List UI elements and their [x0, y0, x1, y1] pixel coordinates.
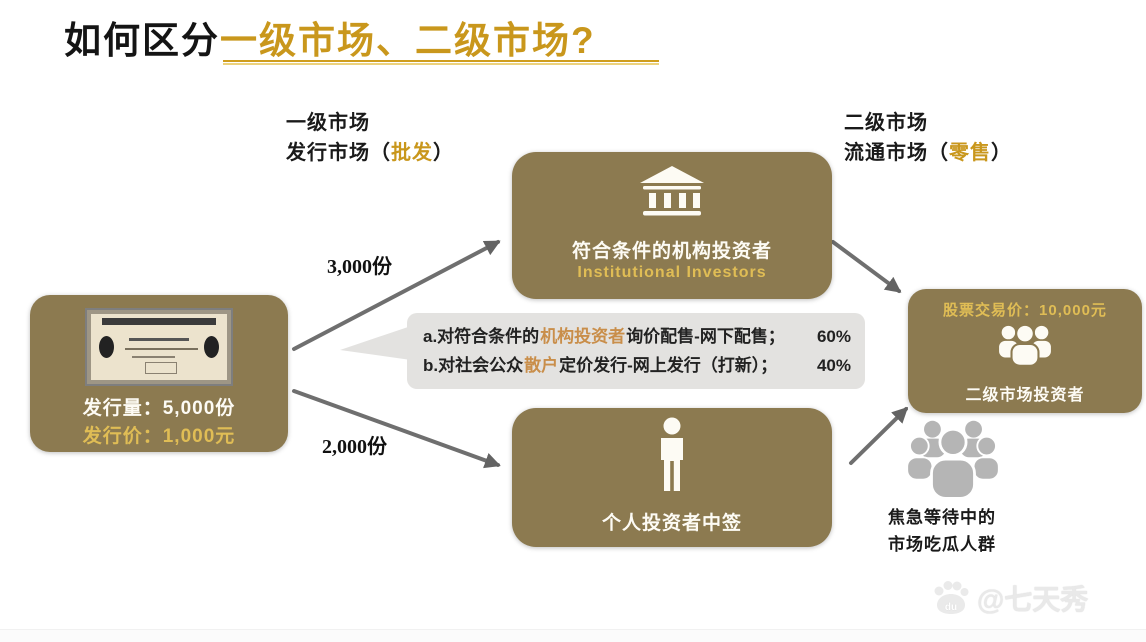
secondary-market-line1: 二级市场	[844, 112, 928, 134]
quantity-to-individual-label: 2,000份	[322, 436, 387, 458]
watermark-handle: @七天秀	[977, 584, 1089, 615]
secondary-line2-pre: 流通市场（	[844, 142, 949, 164]
certificate-header-bar	[101, 318, 217, 325]
individual-title: 个人投资者中签	[601, 513, 742, 534]
institution-subtitle: Institutional Investors	[577, 264, 767, 281]
gray-crowd-icon	[906, 420, 1000, 500]
arrow-institution-to-secondary	[831, 240, 902, 293]
secondary-line2-post: ）	[991, 142, 1012, 164]
title-underline	[223, 60, 659, 65]
allocation-line-b: b.对社会公众散户定价发行-网上发行（打新）； 40%	[423, 351, 851, 380]
quantity-to-institution-label: 3,000份	[327, 256, 392, 278]
secondary-market-label: 二级市场 流通市场（零售）	[844, 108, 1012, 168]
title-black: 如何区分	[64, 20, 220, 61]
line-a-highlight: 机构投资者	[540, 327, 626, 346]
certificate-paper	[91, 314, 227, 380]
secondary-line2-gold: 零售	[949, 142, 991, 164]
primary-market-line2: 发行市场（批发）	[286, 138, 454, 168]
certificate-seal-right	[204, 336, 219, 358]
watermark: du @七天秀	[931, 578, 1088, 618]
secondary-investors-title: 二级市场投资者	[965, 387, 1085, 404]
paw-text: du	[945, 602, 957, 613]
certificate-text-line	[131, 356, 176, 358]
arrow-issuer-to-institution	[292, 240, 501, 351]
primary-market-label: 一级市场 发行市场（批发）	[286, 108, 454, 168]
title-gold: 一级市场、二级市场?	[220, 20, 596, 61]
bottom-strip	[0, 629, 1146, 642]
waiting-crowd-line1: 焦急等待中的	[888, 508, 996, 527]
bubble-tail	[340, 325, 414, 360]
issue-volume-text: 发行量：5,000份	[82, 398, 236, 419]
trade-price-text: 股票交易价：10,000元	[943, 302, 1107, 319]
bank-building-icon	[640, 166, 704, 216]
primary-market-line1: 一级市场	[286, 112, 370, 134]
line-a-percent: 60%	[816, 327, 851, 346]
certificate-text-line	[129, 338, 189, 341]
waiting-crowd-caption: 焦急等待中的 市场吃瓜人群	[888, 504, 996, 558]
issuer-box: 发行量：5,000份 发行价：1,000元	[30, 295, 288, 452]
primary-line2-gold: 批发	[391, 142, 433, 164]
line-b-pre: b.对社会公众	[423, 356, 524, 375]
issue-price-text: 发行价：1,000元	[82, 426, 236, 447]
institution-box: 符合条件的机构投资者 Institutional Investors	[512, 152, 832, 299]
certificate-text-line	[125, 348, 199, 350]
primary-line2-pre: 发行市场（	[286, 142, 391, 164]
secondary-market-line2: 流通市场（零售）	[844, 138, 1012, 168]
people-group-icon	[999, 323, 1051, 367]
institution-title: 符合条件的机构投资者	[571, 241, 772, 262]
line-a-mid: 询价配售-网下配售；	[626, 327, 785, 346]
secondary-market-box: 股票交易价：10,000元 二级市场投资者	[908, 289, 1142, 413]
individual-box: 个人投资者中签	[512, 408, 832, 547]
arrow-individual-to-secondary	[849, 406, 909, 465]
waiting-crowd-line2: 市场吃瓜人群	[888, 535, 996, 554]
allocation-line-a: a.对符合条件的机构投资者询价配售-网下配售； 60%	[423, 322, 851, 351]
line-b-percent: 40%	[816, 356, 851, 375]
line-a-pre: a.对符合条件的	[423, 327, 540, 346]
arrow-issuer-to-individual	[292, 389, 501, 469]
allocation-note-bubble: a.对符合条件的机构投资者询价配售-网下配售； 60% b.对社会公众散户定价发…	[407, 313, 865, 389]
paw-icon: du	[934, 581, 969, 614]
primary-line2-post: ）	[433, 142, 454, 164]
person-icon	[661, 417, 683, 491]
page-title: 如何区分一级市场、二级市场?	[64, 10, 596, 64]
certificate-seal-left	[99, 336, 114, 358]
line-b-mid: 定价发行-网上发行（打新）；	[559, 356, 778, 375]
certificate-stamp-box	[145, 362, 178, 374]
line-b-highlight: 散户	[524, 356, 559, 375]
stock-certificate-image	[85, 308, 233, 386]
